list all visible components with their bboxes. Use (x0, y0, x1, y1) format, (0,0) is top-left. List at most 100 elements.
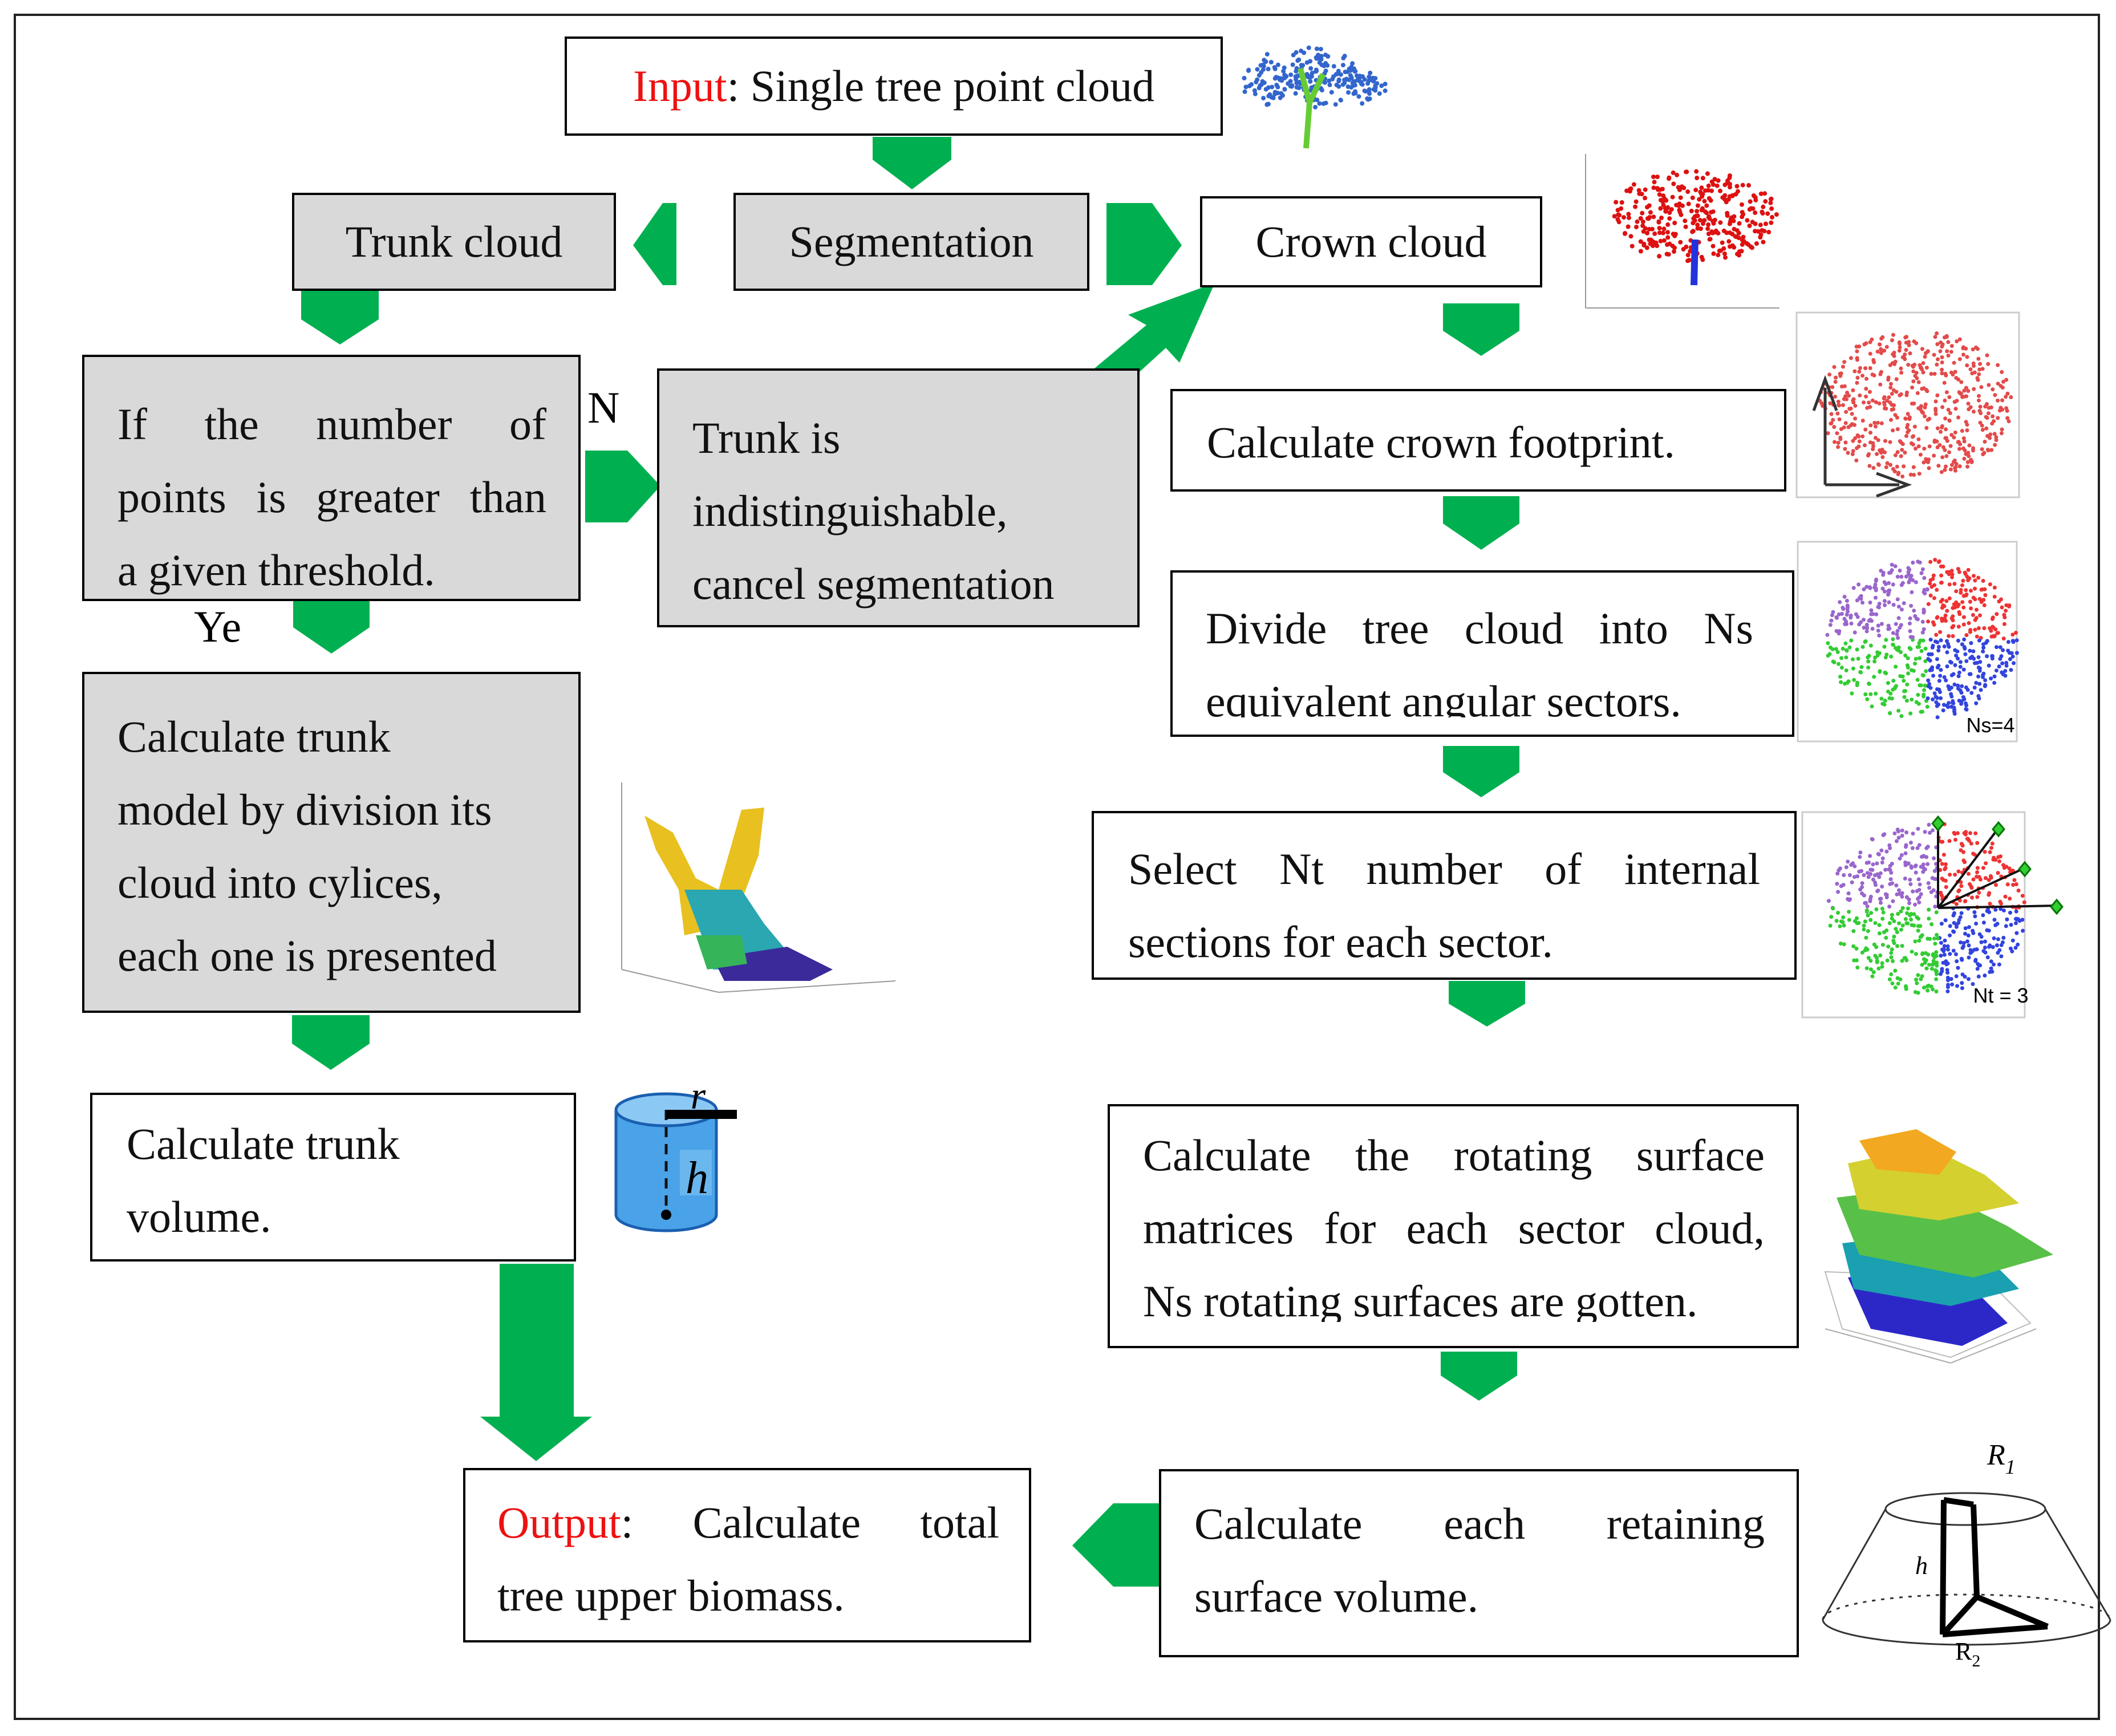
cloud-point (1997, 962, 2001, 967)
cloud-point (1963, 652, 1968, 656)
cloud-point (1890, 981, 1895, 985)
cloud-point (1916, 991, 1920, 995)
frustum-r1-label: R1 (1987, 1439, 2016, 1478)
cloud-point (1956, 624, 1961, 629)
cloud-point (1866, 956, 1871, 960)
cloud-point (1935, 615, 1940, 619)
cloud-point (1839, 384, 1844, 389)
cloud-point (1954, 589, 1959, 594)
cloud-point (1726, 239, 1732, 244)
cloud-point (1984, 415, 1988, 419)
cloud-point (1838, 675, 1842, 679)
cloud-point (1873, 921, 1878, 925)
cloud-point (1858, 366, 1862, 370)
cloud-point (1651, 175, 1656, 180)
cloud-point (1671, 181, 1676, 186)
cloud-point (1753, 197, 1758, 202)
cloud-point (1968, 628, 1973, 632)
cloud-point (1338, 72, 1343, 77)
cloud-point (1956, 656, 1960, 661)
cloud-point (1908, 351, 1912, 356)
cloud-point (1987, 663, 1991, 668)
cloud-point (1887, 921, 1892, 926)
cloud-point (2000, 670, 2004, 675)
cloud-point (1887, 904, 1892, 909)
cloud-point (1958, 660, 1963, 664)
cloud-point (1660, 186, 1665, 192)
cloud-point (1884, 935, 1888, 940)
cloud-point (1842, 942, 1846, 947)
cloud-point (1657, 254, 1662, 259)
cloud-point (1977, 638, 1981, 643)
cloud-point (1723, 255, 1728, 260)
cloud-point (1993, 923, 1998, 927)
output-box: Output: Calculate total tree upper bioma… (463, 1468, 1031, 1642)
cloud-point (1838, 435, 1843, 440)
cloud-point (1830, 613, 1834, 618)
cloud-point (1855, 874, 1860, 879)
cloud-point (1879, 351, 1883, 355)
cloud-point (1857, 370, 1862, 374)
cloud-point (1323, 80, 1327, 85)
cloud-point (1868, 431, 1872, 435)
cloud-point (1935, 445, 1940, 449)
cloud-point (2008, 910, 2012, 915)
cloud-point (1945, 985, 1950, 989)
cloud-point (1926, 457, 1929, 462)
cloud-point (1908, 629, 1912, 634)
cloud-point (1871, 877, 1875, 882)
cloud-point (1678, 195, 1683, 200)
cloud-point (1716, 253, 1721, 258)
cloud-point (1740, 214, 1745, 220)
cloud-point (1951, 614, 1955, 619)
cloud-point (1952, 582, 1957, 586)
cloud-point (1931, 888, 1936, 893)
cloud-point (1944, 390, 1949, 395)
cloud-point (1966, 451, 1971, 455)
cloud-point (1975, 870, 1979, 874)
cloud-point (1921, 673, 1926, 678)
cloud-point (1333, 102, 1338, 107)
cloud-point (1912, 923, 1916, 928)
cloud-point (1870, 867, 1875, 872)
cloud-point (1338, 98, 1343, 103)
cloud-point (1882, 403, 1887, 407)
rotating-line-3: Ns rotating surfaces are gotten. (1143, 1276, 1698, 1322)
cloud-point (1880, 455, 1885, 459)
cloud-point (1945, 570, 1949, 574)
cloud-point (2013, 946, 2018, 950)
cloud-point (1963, 570, 1967, 575)
cloud-point (1908, 616, 1912, 620)
cloud-point (1688, 249, 1693, 254)
cloud-point (1920, 347, 1924, 351)
cloud-point (1940, 371, 1944, 376)
cloud-point (1922, 610, 1926, 615)
cloud-point (1880, 586, 1885, 591)
cloud-point (1863, 366, 1868, 371)
cloud-point (1826, 431, 1830, 436)
cloud-point (1918, 924, 1923, 928)
cloud-point (1915, 915, 1919, 919)
cloud-point (1957, 464, 1962, 469)
cloud-point (1936, 936, 1940, 940)
cloud-point (1940, 405, 1945, 409)
cloud-point (1844, 865, 1849, 870)
cloud-point (1887, 581, 1891, 585)
cloud-point (1949, 463, 1954, 467)
cloud-point (1920, 630, 1925, 635)
cloud-point (1942, 952, 1947, 957)
cloud-point (1956, 415, 1960, 420)
cloud-point (1837, 403, 1841, 407)
cloud-point (1906, 671, 1911, 676)
cloud-point (1888, 882, 1892, 886)
cloud-point (1890, 947, 1894, 952)
cloud-point (1699, 191, 1704, 196)
cloud-point (1871, 358, 1876, 362)
cloud-point (1874, 595, 1878, 600)
cloud-point (1894, 664, 1898, 669)
cloud-point (1932, 856, 1936, 861)
cloud-point (1909, 866, 1914, 870)
cloud-point (1933, 942, 1937, 946)
cloud-point (1922, 590, 1926, 594)
cloud-point (1249, 82, 1254, 87)
